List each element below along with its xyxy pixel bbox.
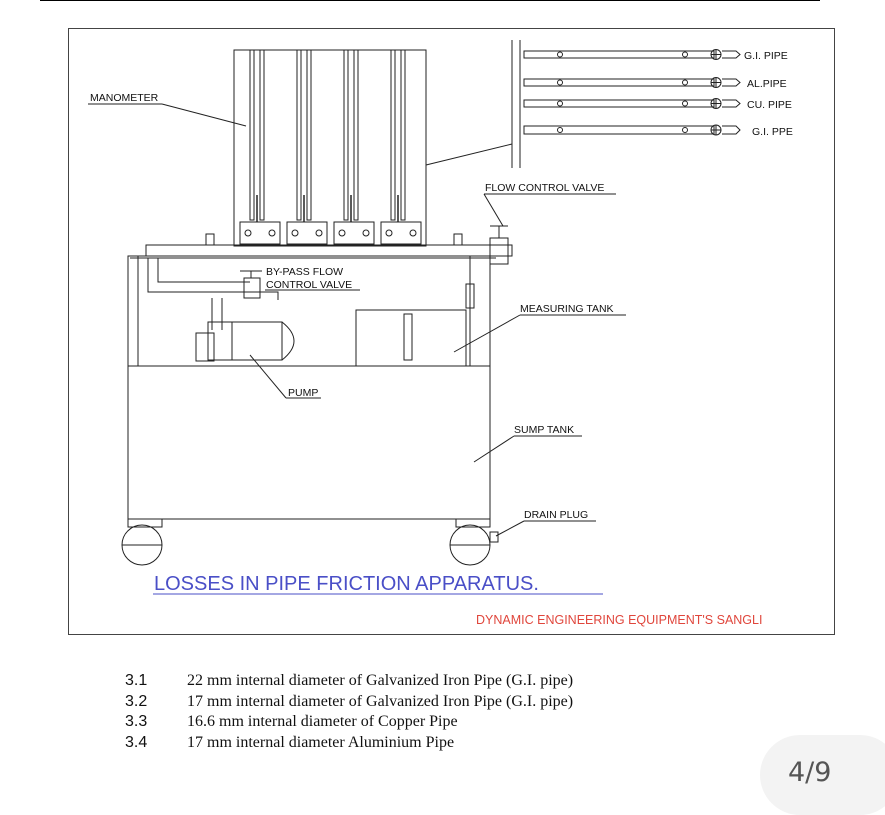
label-sump-tank: SUMP TANK	[514, 424, 574, 436]
measuring-tank	[355, 283, 475, 367]
list-item: 3.2 17 mm internal diameter of Galvanized…	[125, 692, 573, 713]
manometer-panel	[233, 49, 427, 247]
caster-wheels	[121, 518, 491, 566]
diagram-frame	[68, 28, 835, 635]
sump-tank	[127, 365, 491, 520]
top-rule	[40, 0, 820, 1]
spec-text: 16.6 mm internal diameter of Copper Pipe	[187, 713, 458, 730]
bypass-pipe	[147, 258, 279, 330]
apparatus-diagram: MANOMETER FLOW CONTROL VALVE BY-PASS FLO…	[88, 40, 793, 627]
spec-number: 3.4	[125, 733, 148, 751]
diagram-credit: DYNAMIC ENGINEERING EQUIPMENT'S SANGLI	[476, 613, 762, 627]
pipe-label-1: G.I. PIPE	[744, 50, 788, 62]
spec-text: 22 mm internal diameter of Galvanized Ir…	[187, 672, 574, 689]
leader-lines	[88, 103, 626, 595]
pipe-label-2: AL.PIPE	[747, 78, 787, 90]
page-counter: 4/9	[788, 757, 832, 788]
label-bypass-line1: BY-PASS FLOW	[266, 266, 343, 278]
flow-control-valve	[489, 225, 509, 265]
spec-number: 3.2	[125, 692, 148, 710]
header-pipe	[145, 244, 513, 257]
label-pump: PUMP	[288, 387, 318, 399]
manometer-tubes	[249, 49, 406, 221]
pump	[195, 321, 295, 362]
spec-number: 3.1	[125, 672, 148, 689]
diagram-title: LOSSES IN PIPE FRICTION APPARATUS.	[154, 573, 539, 595]
test-pipes	[523, 49, 741, 136]
manometer-blocks	[239, 221, 422, 245]
label-manometer: MANOMETER	[90, 92, 159, 104]
spec-number: 3.3	[125, 713, 148, 730]
list-item: 3.3 16.6 mm internal diameter of Copper P…	[125, 712, 573, 733]
label-measuring-tank: MEASURING TANK	[520, 303, 614, 315]
spec-text: 17 mm internal diameter of Galvanized Ir…	[187, 692, 574, 710]
label-flow-control-valve: FLOW CONTROL VALVE	[485, 182, 604, 194]
pipe-label-3: CU. PIPE	[747, 99, 792, 111]
list-item: 3.1 22 mm internal diameter of Galvanized…	[125, 671, 573, 692]
pipe-label-4: G.I. PPE	[752, 126, 793, 138]
list-item: 3.4 17 mm internal diameter Aluminium Pip…	[125, 733, 573, 754]
label-drain-plug: DRAIN PLUG	[524, 509, 588, 521]
pipe-spec-list: 3.1 22 mm internal diameter of Galvanized…	[125, 671, 573, 753]
spec-text: 17 mm internal diameter Aluminium Pipe	[187, 733, 455, 751]
drain-plug	[489, 531, 499, 543]
label-bypass-line2: CONTROL VALVE	[266, 279, 352, 291]
manometer-scales	[256, 195, 399, 222]
